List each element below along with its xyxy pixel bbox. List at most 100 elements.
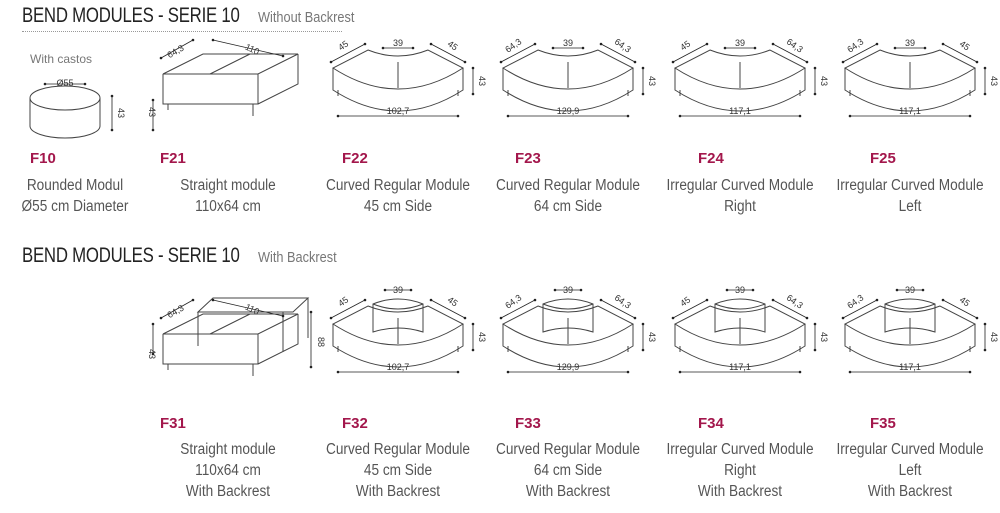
dimension-label: 45	[446, 295, 460, 309]
module-code: F34	[698, 415, 724, 432]
description-line: 45 cm Side	[363, 198, 433, 215]
dimension-line	[160, 39, 194, 59]
module-code: F23	[515, 150, 541, 167]
module-outline	[162, 54, 299, 105]
module-outline	[844, 68, 976, 112]
module-code: F10	[30, 150, 56, 167]
module-drawing: Ø55 43	[29, 78, 126, 139]
dimension-label: 129,9	[557, 106, 580, 116]
module-outline	[502, 305, 634, 346]
module-code: F21	[160, 150, 186, 167]
description-line: Irregular Curved Module	[836, 177, 984, 194]
dimension-label: 43	[819, 332, 829, 342]
module-outline	[209, 313, 251, 335]
dimension-label: 39	[905, 38, 915, 48]
section-title: BEND MODULES - SERIE 10	[22, 4, 240, 27]
dimension-label: Ø55	[56, 78, 73, 88]
description-line: With Backrest	[867, 483, 953, 500]
dimension-line	[772, 43, 808, 63]
description-line: 64 cm Side	[533, 198, 603, 215]
module-outline	[332, 324, 464, 368]
description-line: Irregular Curved Module	[836, 441, 984, 458]
section-header-without-backrest: BEND MODULES - SERIE 10 Without Backrest	[22, 4, 371, 28]
dimension-label: 110	[244, 302, 261, 317]
dimension-label: 110	[244, 42, 261, 57]
section-subtitle: With Backrest	[258, 249, 337, 266]
description-line: Straight module	[180, 441, 276, 458]
dimension-label: 39	[393, 285, 403, 295]
module-outline	[714, 303, 766, 310]
dimension-line	[500, 299, 536, 319]
dimension-line	[842, 43, 878, 63]
description-line: Curved Regular Module	[325, 441, 471, 458]
dimension-label: 129,9	[557, 362, 580, 372]
dimension-label: 43	[819, 76, 829, 86]
module-code: F24	[698, 150, 724, 167]
description-line: With Backrest	[355, 483, 441, 500]
dimension-line	[330, 299, 366, 319]
dimension-label: 64,3	[165, 303, 185, 320]
dimension-label: 64,3	[165, 43, 185, 60]
module-outline	[372, 303, 424, 310]
dimension-label: 39	[563, 38, 573, 48]
module-outline	[844, 324, 976, 368]
module-outline	[674, 324, 806, 368]
module-outline	[502, 324, 634, 368]
dimension-label: 45	[678, 39, 692, 53]
dimension-label: 45	[678, 295, 692, 309]
dimension-label: 43	[477, 76, 487, 86]
module-description: Straight module 110x64 cm With Backrest	[143, 439, 313, 502]
dimension-label: 39	[563, 285, 573, 295]
module-outline	[197, 298, 309, 352]
dimension-label: 45	[446, 39, 460, 53]
module-outline	[502, 68, 634, 112]
description-line: 110x64 cm	[195, 462, 261, 479]
description-line: Irregular Curved Module	[666, 177, 814, 194]
module-code: F25	[870, 150, 896, 167]
dimension-label: 43	[989, 332, 999, 342]
description-line: Ø55 cm Diameter	[21, 198, 129, 215]
description-line: 110x64 cm	[195, 198, 261, 215]
module-outline	[844, 49, 976, 90]
dimension-label: 43	[477, 332, 487, 342]
dimension-label: 45	[336, 295, 350, 309]
dimension-label: 43	[116, 108, 126, 118]
section-title: BEND MODULES - SERIE 10	[22, 244, 240, 267]
description-line: With Backrest	[185, 483, 271, 500]
dimension-label: 43	[147, 107, 157, 117]
section-subtitle: Without Backrest	[258, 9, 355, 26]
dimension-label: 117,1	[899, 362, 921, 372]
dimension-line	[430, 43, 466, 63]
dimension-line	[212, 299, 284, 317]
description-line: Irregular Curved Module	[666, 441, 814, 458]
module-outline	[674, 305, 806, 346]
module-outline	[502, 49, 634, 90]
module-outline	[884, 298, 936, 333]
module-code: F35	[870, 415, 896, 432]
dimension-line	[942, 43, 978, 63]
dimension-label: 45	[958, 39, 972, 53]
module-outline	[332, 49, 464, 90]
module-drawing: 64,3 110 43	[147, 38, 299, 132]
section-header-with-backrest: BEND MODULES - SERIE 10 With Backrest	[22, 244, 351, 268]
dimension-label: 88	[316, 337, 326, 347]
description-line: Straight module	[180, 177, 276, 194]
description-line: Curved Regular Module	[495, 441, 641, 458]
dimension-line	[672, 43, 708, 63]
module-code: F22	[342, 150, 368, 167]
module-outline	[372, 298, 424, 333]
